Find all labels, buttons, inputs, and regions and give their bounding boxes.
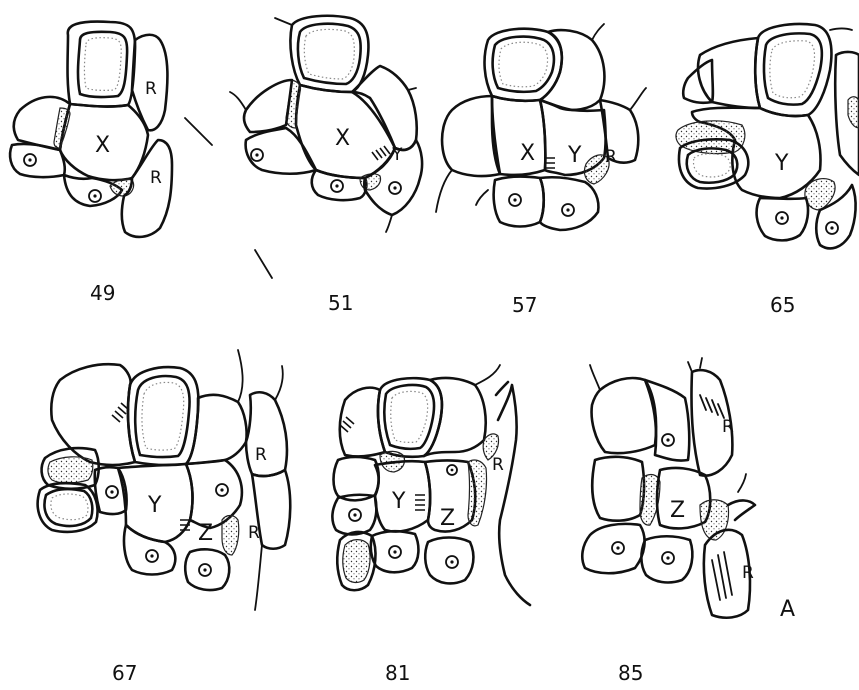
panel-49-label-r1: R bbox=[145, 79, 157, 99]
panel-51-label-y: Y bbox=[391, 145, 403, 165]
panel-57-label-r: R bbox=[605, 147, 617, 167]
panel-51-number: 51 bbox=[328, 291, 353, 315]
panel-51: X Y 51 bbox=[230, 16, 422, 315]
panel-67-label-r2: R bbox=[248, 523, 260, 543]
panel-81: Y Z R 81 bbox=[332, 365, 530, 685]
panel-85-label-r2: R bbox=[742, 563, 754, 583]
corner-label-a: A bbox=[780, 597, 795, 622]
panel-57-label-y: Y bbox=[567, 143, 582, 168]
panel-81-label-y: Y bbox=[391, 489, 406, 514]
panel-81-label-z: Z bbox=[440, 506, 455, 531]
panel-67: Y Z R R 67 bbox=[38, 350, 291, 685]
panel-57: X Y R 57 bbox=[436, 24, 646, 317]
panel-51-label-x: X bbox=[335, 126, 350, 151]
panel-49-label-r2: R bbox=[150, 168, 162, 188]
panel-85: Z R R 85 bbox=[582, 358, 755, 685]
panel-65-number: 65 bbox=[770, 293, 795, 317]
stray-line bbox=[255, 250, 272, 278]
panel-67-label-r1: R bbox=[255, 445, 267, 465]
panel-49-number: 49 bbox=[90, 281, 115, 305]
panel-49-label-x: X bbox=[95, 133, 110, 158]
panel-67-number: 67 bbox=[112, 661, 137, 685]
panel-85-label-z: Z bbox=[670, 498, 685, 523]
panel-57-number: 57 bbox=[512, 293, 537, 317]
panel-67-label-z: Z bbox=[198, 521, 213, 546]
panel-57-label-x: X bbox=[520, 141, 535, 166]
panel-65-label-y: Y bbox=[774, 151, 789, 176]
panel-85-label-r1: R bbox=[722, 417, 734, 437]
panel-49: X R R 49 bbox=[10, 22, 212, 305]
panel-85-number: 85 bbox=[618, 661, 643, 685]
panel-81-number: 81 bbox=[385, 661, 410, 685]
panel-65: Y 65 bbox=[676, 24, 859, 317]
panel-67-label-y: Y bbox=[147, 493, 162, 518]
panel-81-label-r: R bbox=[492, 455, 504, 475]
